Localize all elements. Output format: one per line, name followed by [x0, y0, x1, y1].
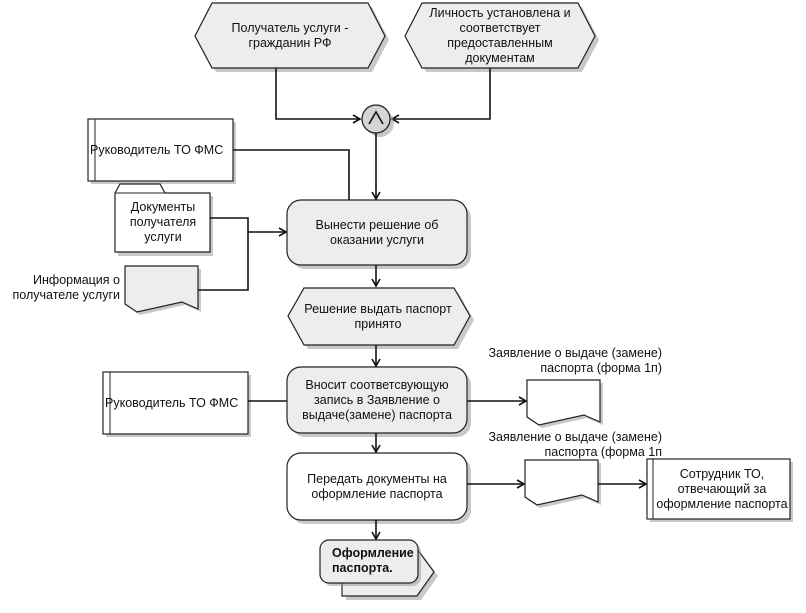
document-application-2-shape[interactable] — [524, 459, 601, 508]
org-unit-head-2-shape[interactable] — [102, 371, 251, 437]
connector-citizen-to-and — [275, 68, 362, 124]
document-folder-shape[interactable] — [114, 183, 213, 256]
document-recipient-info-label: Информация о получателе услуги — [12, 273, 120, 302]
function-decide-shape[interactable] — [286, 199, 471, 269]
function-transfer-label: Передать документы на оформление паспорт… — [307, 471, 447, 501]
connector-identity-to-and — [390, 68, 491, 124]
document-application-1-label: Заявление о выдаче (замене) паспорта (фо… — [488, 346, 662, 375]
event-citizen-shape[interactable] — [194, 2, 389, 72]
and-operator-icon — [368, 110, 384, 125]
event-decision-label: Решение выдать паспорт принято — [304, 301, 452, 331]
org-unit-employee-shape[interactable] — [646, 458, 793, 522]
event-identity-label: Личность установлена и соответствует пре… — [429, 6, 571, 65]
connector-docs-to-decide — [198, 217, 249, 291]
function-decide-label: Вынести решение об оказании услуги — [315, 217, 439, 247]
document-info-shape[interactable] — [124, 265, 201, 315]
connector-head1-to-decide — [233, 149, 350, 200]
process-interface-label: Оформление паспорта. — [332, 546, 414, 575]
function-record-label: Вносит соответсвующую запись в Заявление… — [302, 377, 452, 422]
document-application-1-shape[interactable] — [526, 379, 603, 428]
function-transfer-shape[interactable] — [286, 452, 471, 524]
org-unit-head-1-label: Руководитель ТО ФМС — [90, 142, 224, 157]
and-operator[interactable] — [361, 104, 394, 137]
document-application-2-label: Заявление о выдаче (замене) паспорта (фо… — [488, 430, 662, 459]
org-unit-head-1-shape[interactable] — [87, 118, 236, 184]
document-recipient-docs-label: Документы получателя услуги — [129, 200, 197, 244]
function-record-shape[interactable] — [286, 366, 471, 437]
org-unit-head-2-label: Руководитель ТО ФМС — [105, 395, 239, 410]
process-interface-shape[interactable] — [319, 539, 438, 600]
event-identity-shape[interactable] — [404, 2, 599, 72]
event-decision-shape[interactable] — [287, 287, 474, 349]
org-unit-employee-label: Сотрудник ТО, отвечающий за оформление п… — [656, 466, 788, 511]
event-citizen-label: Получатель услуги - гражданин РФ — [231, 21, 349, 50]
